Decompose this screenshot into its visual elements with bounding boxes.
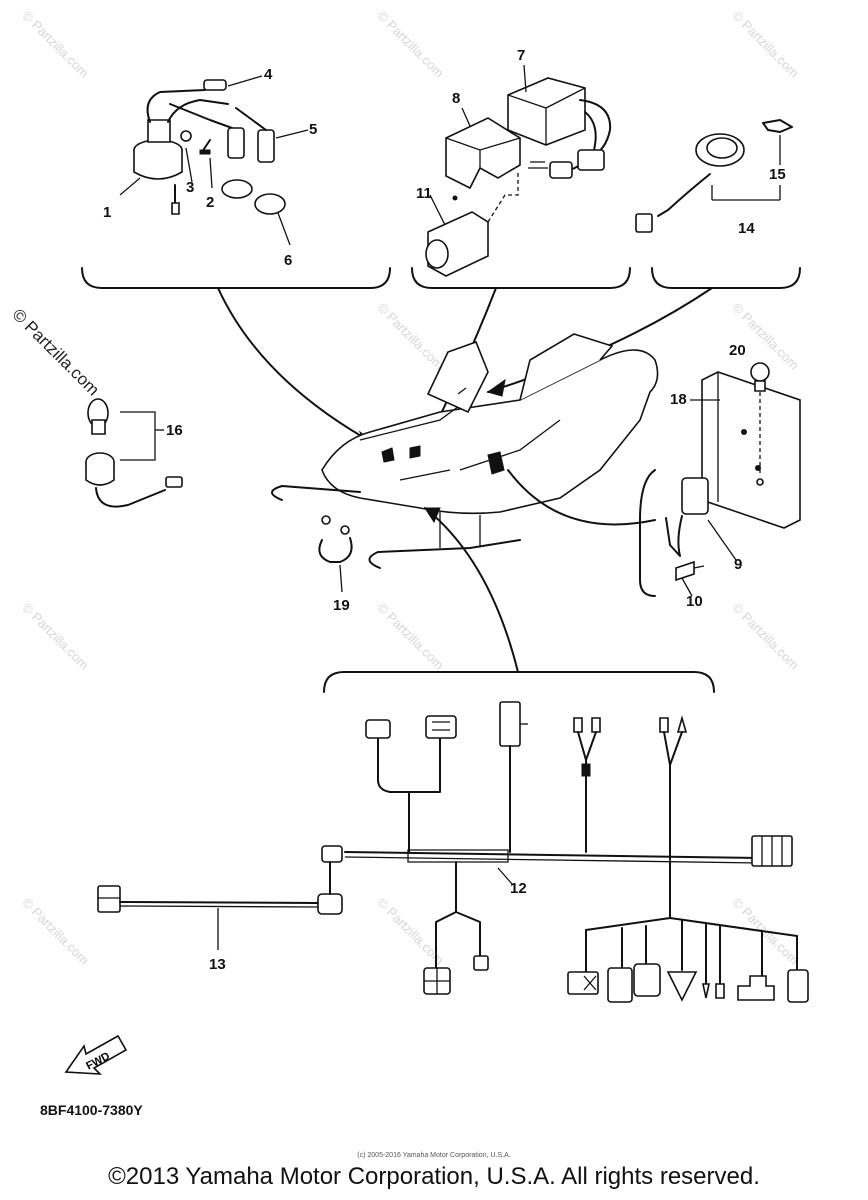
callout-18: 18 — [670, 391, 687, 408]
headlight-bulb-group — [86, 399, 182, 507]
callout-12: 12 — [510, 880, 527, 897]
callout-11: 11 — [416, 185, 432, 202]
sub-harness-group — [98, 862, 342, 950]
cdi-group — [426, 65, 610, 276]
callout-19: 19 — [333, 597, 350, 614]
leader-left — [218, 288, 375, 444]
diagram-part-code: 8BF4100-7380Y — [40, 1102, 143, 1118]
callout-10: 10 — [686, 593, 703, 610]
callout-15: 15 — [769, 166, 786, 183]
callout-8: 8 — [452, 90, 461, 107]
callout-13: 13 — [209, 956, 226, 973]
callout-5: 5 — [309, 121, 318, 138]
ignition-coil-group — [120, 76, 308, 245]
snowmobile-body — [272, 334, 658, 568]
callout-14: 14 — [738, 220, 755, 237]
callout-20: 20 — [729, 342, 746, 359]
group-brace-middle — [412, 268, 630, 288]
main-switch-group — [636, 120, 792, 232]
group-brace-right — [652, 268, 800, 288]
copyright-notice: ©2013 Yamaha Motor Corporation, U.S.A. A… — [108, 1163, 760, 1190]
wire-harness-group — [322, 702, 808, 1002]
callout-3: 3 — [186, 179, 195, 196]
fine-print: (c) 2005-2016 Yamaha Motor Corporation, … — [357, 1152, 511, 1159]
leader-harness — [425, 508, 518, 672]
callout-9: 9 — [734, 556, 743, 573]
clip-group — [319, 516, 351, 592]
group-brace-left — [82, 268, 390, 288]
callout-16: 16 — [166, 422, 183, 439]
callout-7: 7 — [517, 47, 526, 64]
callout-2: 2 — [206, 194, 215, 211]
callout-4: 4 — [264, 66, 273, 83]
group-brace-harness — [324, 672, 714, 692]
bracket-group — [508, 363, 800, 596]
fwd-arrow-icon: FWD — [66, 1036, 126, 1074]
callout-1: 1 — [103, 204, 112, 221]
callout-6: 6 — [284, 252, 293, 269]
